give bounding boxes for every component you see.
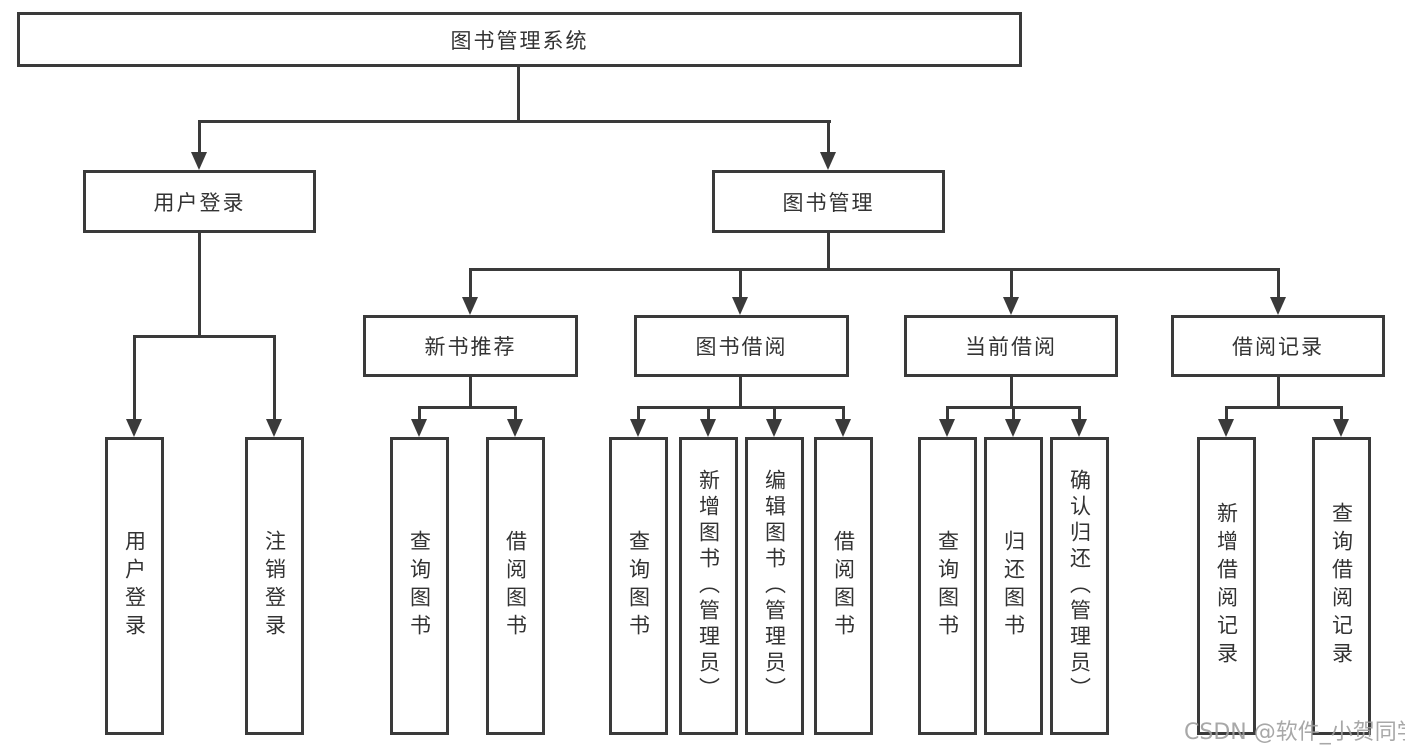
leaf-logout-label: 注销登录 <box>262 530 287 642</box>
connector-drop <box>514 406 517 419</box>
connector-book-borrow-stem <box>739 377 742 406</box>
node-book-borrow: 图书借阅 <box>634 315 849 377</box>
connector-drop-book-management <box>827 120 830 155</box>
connector-drop-leaf-login <box>133 335 136 419</box>
connector-root-rail <box>198 120 831 123</box>
connector-drop <box>773 406 776 419</box>
arrow-down-icon <box>1333 419 1349 437</box>
connector-drop <box>946 406 949 419</box>
leaf-add-borrow-record: 新增借阅记录 <box>1197 437 1256 735</box>
arrow-down-icon <box>1218 419 1234 437</box>
node-new-book-recommend: 新书推荐 <box>363 315 578 377</box>
node-user-login-label: 用户登录 <box>153 190 246 215</box>
connector-drop-user-login <box>198 120 201 155</box>
node-book-management-label: 图书管理 <box>782 190 875 215</box>
connector-drop <box>637 406 640 419</box>
arrow-down-icon <box>939 419 955 437</box>
leaf-edit-book-admin: 编辑图书（管理员） <box>745 437 804 735</box>
leaf-return-book: 归还图书 <box>984 437 1043 735</box>
leaf-edit-book-admin-label: 编辑图书（管理员） <box>762 469 787 703</box>
node-root-label: 图书管理系统 <box>450 28 589 53</box>
arrow-down-icon <box>266 419 282 437</box>
arrow-down-icon <box>835 419 851 437</box>
leaf-logout: 注销登录 <box>245 437 304 735</box>
connector-book-borrow-rail <box>637 406 844 409</box>
leaf-confirm-return-admin: 确认归还（管理员） <box>1050 437 1109 735</box>
arrow-down-icon <box>126 419 142 437</box>
arrow-down-icon <box>630 419 646 437</box>
leaf-recommend-query-book-label: 查询图书 <box>407 530 432 642</box>
arrow-down-icon <box>700 419 716 437</box>
leaf-user-login: 用户登录 <box>105 437 164 735</box>
connector-drop <box>418 406 421 419</box>
connector-user-login-rail <box>133 335 275 338</box>
connector-user-login-stem <box>198 233 201 335</box>
node-book-borrow-label: 图书借阅 <box>695 335 788 359</box>
connector-new-book-stem <box>469 377 472 406</box>
connector-drop <box>842 406 845 419</box>
leaf-current-query-book-label: 查询图书 <box>935 530 960 642</box>
leaf-borrow-query-book-label: 查询图书 <box>626 530 651 642</box>
leaf-return-book-label: 归还图书 <box>1001 530 1026 642</box>
leaf-add-borrow-record-label: 新增借阅记录 <box>1214 502 1239 670</box>
leaf-recommend-query-book: 查询图书 <box>390 437 449 735</box>
node-borrow-records-label: 借阅记录 <box>1232 335 1324 359</box>
node-user-login: 用户登录 <box>83 170 316 233</box>
node-current-borrow-label: 当前借阅 <box>965 335 1057 359</box>
arrow-down-icon <box>191 152 207 170</box>
leaf-query-borrow-record: 查询借阅记录 <box>1312 437 1371 735</box>
connector-drop <box>1340 406 1343 419</box>
leaf-borrow-borrow-book-label: 借阅图书 <box>831 530 856 642</box>
connector-book-management-stem <box>827 233 830 268</box>
arrow-down-icon <box>507 419 523 437</box>
connector-drop <box>1012 406 1015 419</box>
arrow-down-icon <box>732 297 748 315</box>
arrow-down-icon <box>1071 419 1087 437</box>
connector-drop-book-borrow <box>739 268 742 297</box>
leaf-user-login-label: 用户登录 <box>122 530 147 642</box>
connector-drop-borrow-records <box>1277 268 1280 297</box>
connector-drop <box>1078 406 1081 419</box>
leaf-borrow-borrow-book: 借阅图书 <box>814 437 873 735</box>
connector-current-borrow-stem <box>1010 377 1013 406</box>
connector-drop-current-borrow <box>1010 268 1013 297</box>
leaf-recommend-borrow-book-label: 借阅图书 <box>503 530 528 642</box>
arrow-down-icon <box>1003 297 1019 315</box>
arrow-down-icon <box>1270 297 1286 315</box>
leaf-query-borrow-record-label: 查询借阅记录 <box>1329 502 1354 670</box>
connector-drop-new-book <box>469 268 472 297</box>
node-root: 图书管理系统 <box>17 12 1022 67</box>
node-book-management: 图书管理 <box>712 170 945 233</box>
connector-drop <box>707 406 710 419</box>
leaf-recommend-borrow-book: 借阅图书 <box>486 437 545 735</box>
arrow-down-icon <box>462 297 478 315</box>
node-borrow-records: 借阅记录 <box>1171 315 1385 377</box>
leaf-borrow-query-book: 查询图书 <box>609 437 668 735</box>
leaf-add-book-admin-label: 新增图书（管理员） <box>696 469 721 703</box>
arrow-down-icon <box>1005 419 1021 437</box>
connector-root-stem <box>517 67 520 120</box>
arrow-down-icon <box>766 419 782 437</box>
node-new-book-recommend-label: 新书推荐 <box>424 335 517 359</box>
connector-drop-leaf-logout <box>273 335 276 419</box>
connector-new-book-rail <box>418 406 516 409</box>
leaf-confirm-return-admin-label: 确认归还（管理员） <box>1067 469 1092 703</box>
connector-borrow-records-rail <box>1225 406 1342 409</box>
connector-drop <box>1225 406 1228 419</box>
leaf-current-query-book: 查询图书 <box>918 437 977 735</box>
arrow-down-icon <box>411 419 427 437</box>
leaf-add-book-admin: 新增图书（管理员） <box>679 437 738 735</box>
arrow-down-icon <box>820 152 836 170</box>
connector-book-management-rail <box>469 268 1279 271</box>
connector-borrow-records-stem <box>1277 377 1280 406</box>
node-current-borrow: 当前借阅 <box>904 315 1118 377</box>
watermark: CSDN @软件_小贺同学 <box>1184 720 1405 745</box>
